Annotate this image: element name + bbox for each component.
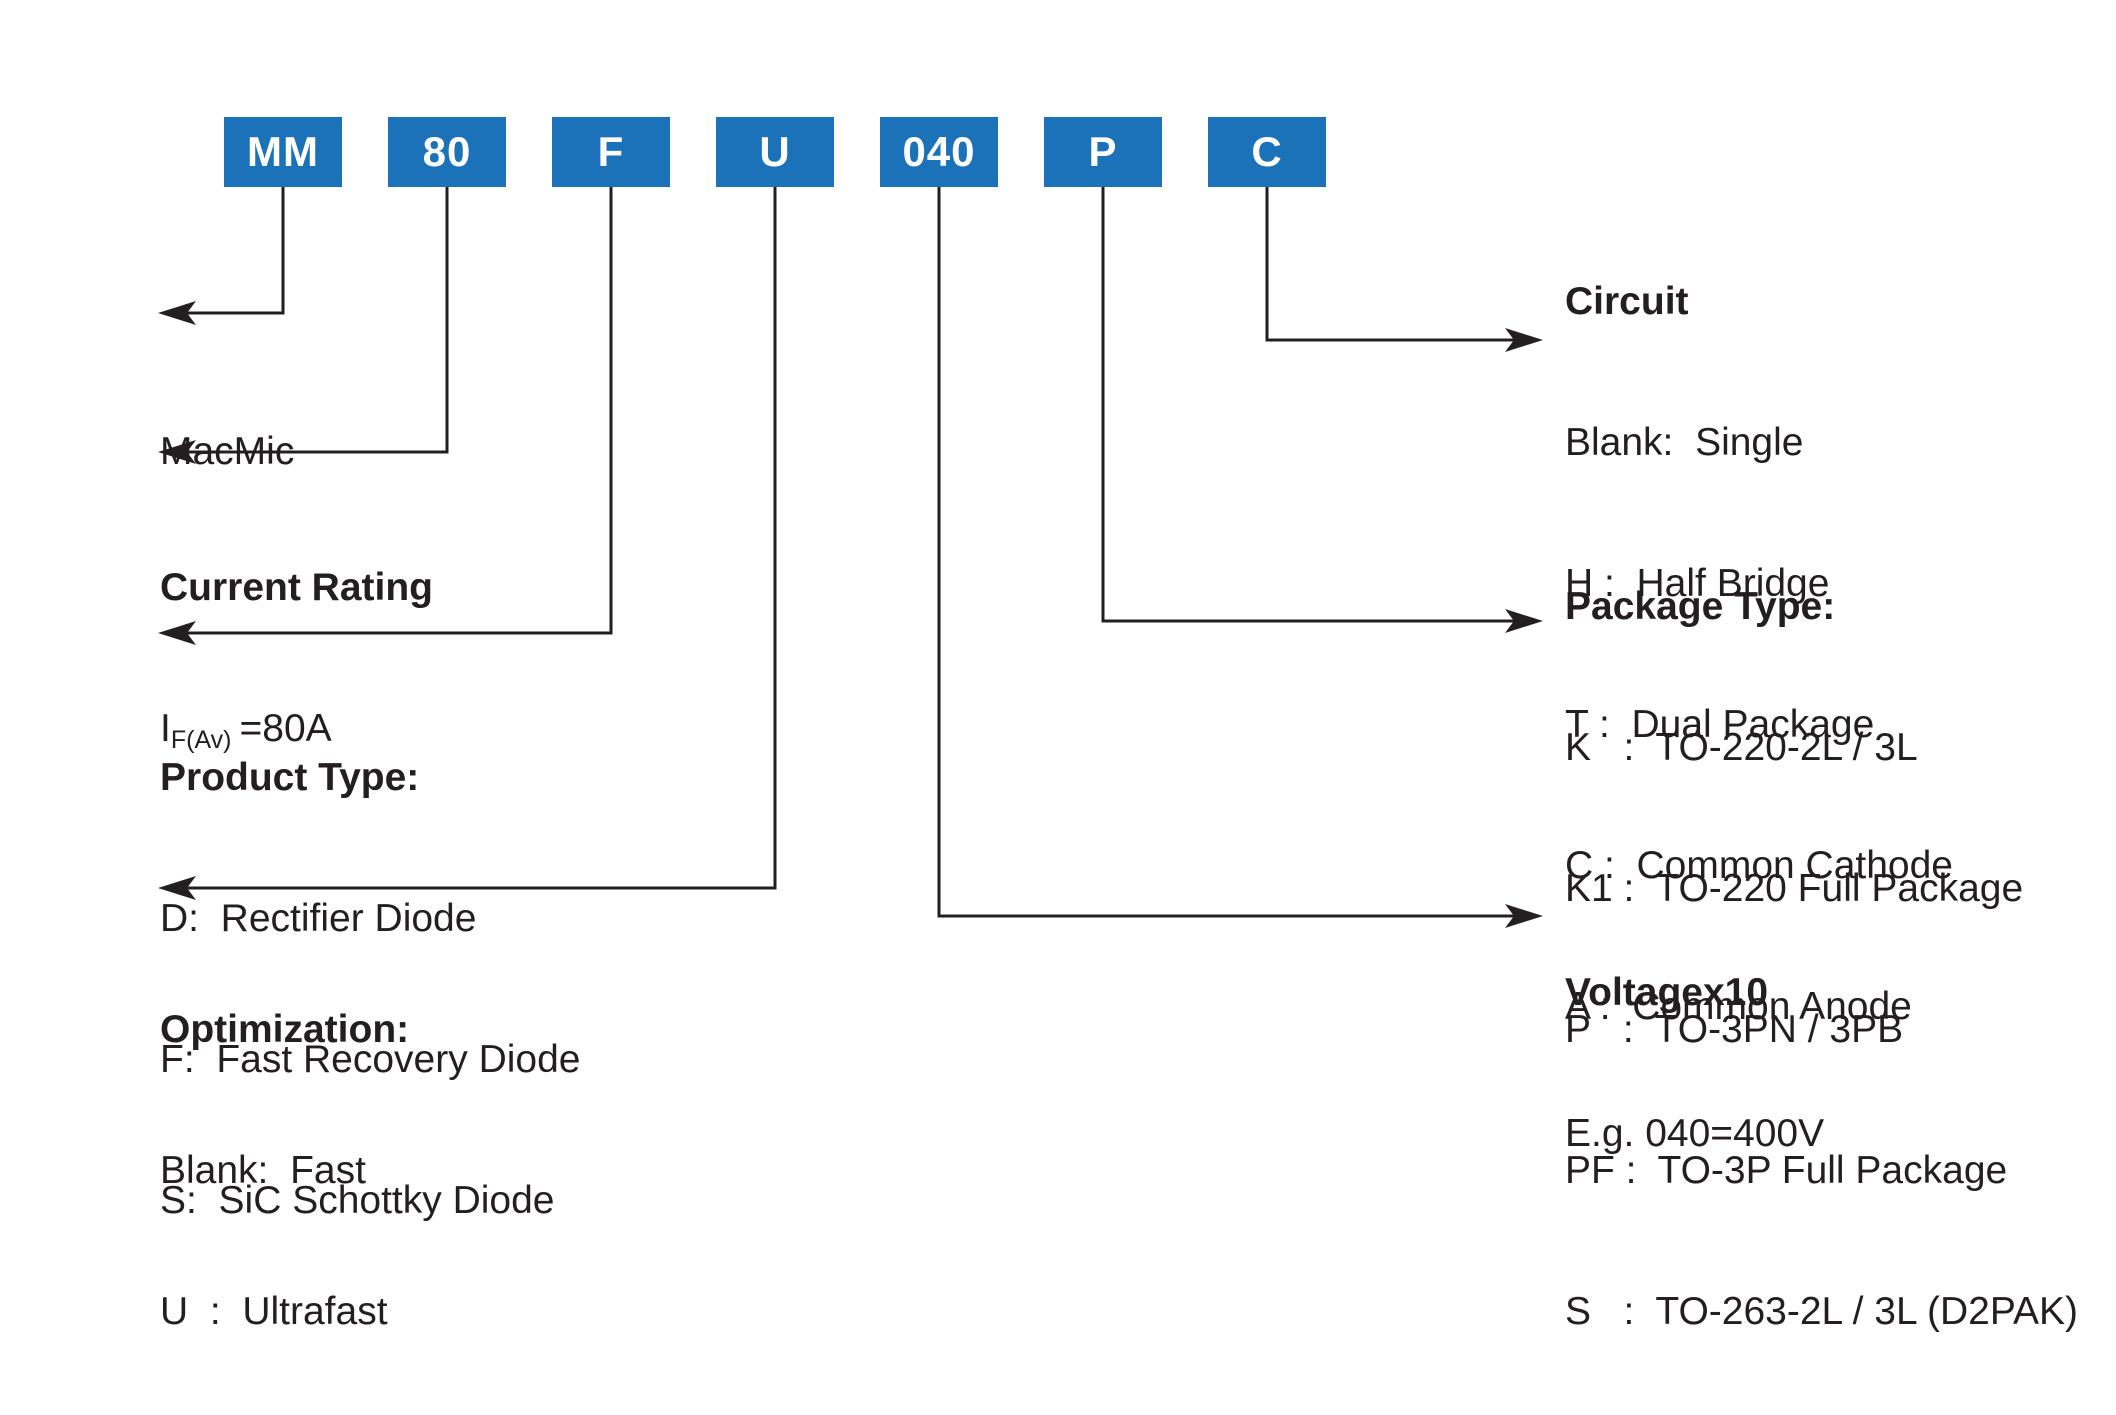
current-rating-block: Current Rating IF(Av)=80A <box>160 470 433 858</box>
arrowhead-left-u <box>158 876 196 900</box>
segment-box-mm: MM <box>224 117 342 187</box>
circuit-row-c: C : Common Cathode <box>1565 844 1954 887</box>
connector-f <box>172 187 613 635</box>
product-type-block: Product Type: D: Rectifier Diode F: Fast… <box>160 660 580 1318</box>
current-symbol: I <box>160 707 171 750</box>
circuit-row-h: H : Half Bridge <box>1565 562 1830 605</box>
segment-box-voltage: 040 <box>880 117 998 187</box>
segment-box-current: 80 <box>388 117 506 187</box>
arrowhead-left-mm <box>158 301 196 325</box>
segment-box-circuit: C <box>1208 117 1326 187</box>
connector-u <box>172 187 777 890</box>
brand-block: MacMic <box>160 334 294 569</box>
current-amps: =80A <box>239 707 332 750</box>
connector-p <box>1101 187 1529 623</box>
connector-mm <box>172 187 285 315</box>
segment-box-package: P <box>1044 117 1162 187</box>
product-type-row-f: F: Fast Recovery Diode <box>160 1038 581 1081</box>
product-type-row-s: S: SiC Schottky Diode <box>160 1179 555 1222</box>
package-row-k1: K1 : TO-220 Full Package <box>1565 867 2024 910</box>
package-row-k: K : TO-220-2L / 3L <box>1565 726 1918 769</box>
arrowhead-right-p <box>1505 609 1543 633</box>
current-rating-value: IF(Av)=80A <box>160 705 433 764</box>
arrowhead-right-040 <box>1505 904 1543 928</box>
product-type-row-d: D: Rectifier Diode <box>160 897 477 940</box>
optimization-block: Optimization: Blank: Fast U : Ultrafast … <box>160 912 500 1415</box>
optimization-row-blank: Blank: Fast <box>160 1149 366 1192</box>
package-type-block: Package Type: K : TO-220-2L / 3L K1 : TO… <box>1565 489 2078 1415</box>
circuit-heading: Circuit <box>1565 280 1689 323</box>
current-rating-heading: Current Rating <box>160 566 433 609</box>
package-row-p: P : TO-3PN / 3PB <box>1565 1008 1904 1051</box>
circuit-block: Circuit Blank: Single H : Half Bridge T … <box>1565 184 1953 1124</box>
arrowhead-left-80 <box>158 440 196 464</box>
voltage-heading: Voltagex10 <box>1565 971 1769 1014</box>
voltage-example: E.g. 040=400V <box>1565 1112 1825 1155</box>
circuit-row-a: A : Common Anode <box>1565 985 1912 1028</box>
arrowhead-left-f <box>158 621 196 645</box>
connector-80 <box>172 187 449 454</box>
brand-label: MacMic <box>160 430 295 473</box>
connector-040 <box>937 187 1529 918</box>
package-row-pf: PF : TO-3P Full Package <box>1565 1149 2008 1192</box>
package-type-heading: Package Type: <box>1565 585 1836 628</box>
package-row-s: S : TO-263-2L / 3L (D2PAK) <box>1565 1290 2078 1333</box>
segment-box-optim: U <box>716 117 834 187</box>
segment-box-product: F <box>552 117 670 187</box>
connector-c <box>1265 187 1529 342</box>
voltage-block: Voltagex10 E.g. 040=400V <box>1565 875 1824 1251</box>
circuit-row-blank: Blank: Single <box>1565 421 1804 464</box>
current-subscript: F(Av) <box>170 726 232 754</box>
optimization-row-u: U : Ultrafast <box>160 1290 388 1333</box>
arrowhead-right-c <box>1505 328 1543 352</box>
product-type-heading: Product Type: <box>160 756 420 799</box>
optimization-heading: Optimization: <box>160 1008 410 1051</box>
circuit-row-t: T : Dual Package <box>1565 703 1875 746</box>
